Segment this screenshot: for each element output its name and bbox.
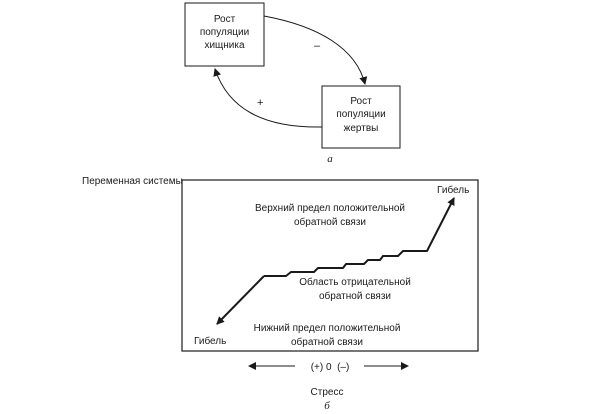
prey-box-line-1: Рост <box>350 96 372 107</box>
system-response-curve <box>264 197 455 277</box>
curve-lower-branch <box>216 275 265 325</box>
lower-limit-line-1: Нижний предел положительной <box>254 323 401 334</box>
predator-box-line-2: популяции <box>200 27 249 38</box>
y-axis-label: Переменная системы <box>82 176 183 187</box>
prey-box-line-2: популяции <box>336 109 385 120</box>
predator-box-line-3: хищника <box>204 40 245 51</box>
panel-a: Рост популяции хищника Рост популяции же… <box>184 2 401 165</box>
prey-to-predator-arrow <box>213 68 323 128</box>
system-frame <box>181 179 479 352</box>
upper-limit-line-2: обратной связи <box>294 216 366 228</box>
lower-limit-line-2: обратной связи <box>291 336 363 348</box>
panel-b: Переменная системы Верхний предел положи… <box>82 176 479 412</box>
predator-growth-box <box>184 2 265 67</box>
upper-limit-line-1: Верхний предел положительной <box>255 203 405 214</box>
predator-to-prey-arrow <box>263 15 368 85</box>
negative-region-line-1: Область отрицательной <box>299 276 411 288</box>
predator-box-line-1: Рост <box>214 14 236 25</box>
negative-region-line-2: обратной связи <box>319 290 391 302</box>
prey-box-line-3: жертвы <box>344 123 379 134</box>
positive-sign: + <box>257 97 263 109</box>
stress-scale: (+) 0 (–) <box>311 362 350 373</box>
negative-sign: – <box>314 40 321 52</box>
prey-growth-box <box>321 85 401 149</box>
caption-a: а <box>327 153 333 165</box>
stress-label: Стресс <box>311 387 344 398</box>
caption-b: б <box>324 400 330 412</box>
death-label-top: Гибель <box>437 184 469 196</box>
death-label-bottom: Гибель <box>194 335 226 347</box>
